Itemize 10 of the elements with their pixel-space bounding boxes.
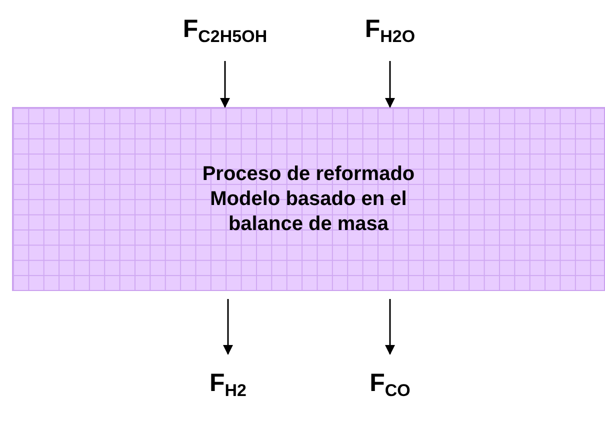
- flow-label: F$_{CO}$: [370, 368, 410, 400]
- process-label: Proceso de reformado Modelo basado en el balance de masa: [201, 162, 416, 236]
- flow-label: F$_{C2H5OH}$: [182, 14, 268, 46]
- arrow: [385, 61, 395, 108]
- flow-label: F$_{H2O}$: [364, 14, 416, 46]
- process-box: [12, 107, 605, 291]
- arrow: [385, 299, 395, 355]
- flow-label: F$_{H2}$: [209, 368, 246, 400]
- arrow: [220, 61, 230, 108]
- arrow: [223, 299, 233, 355]
